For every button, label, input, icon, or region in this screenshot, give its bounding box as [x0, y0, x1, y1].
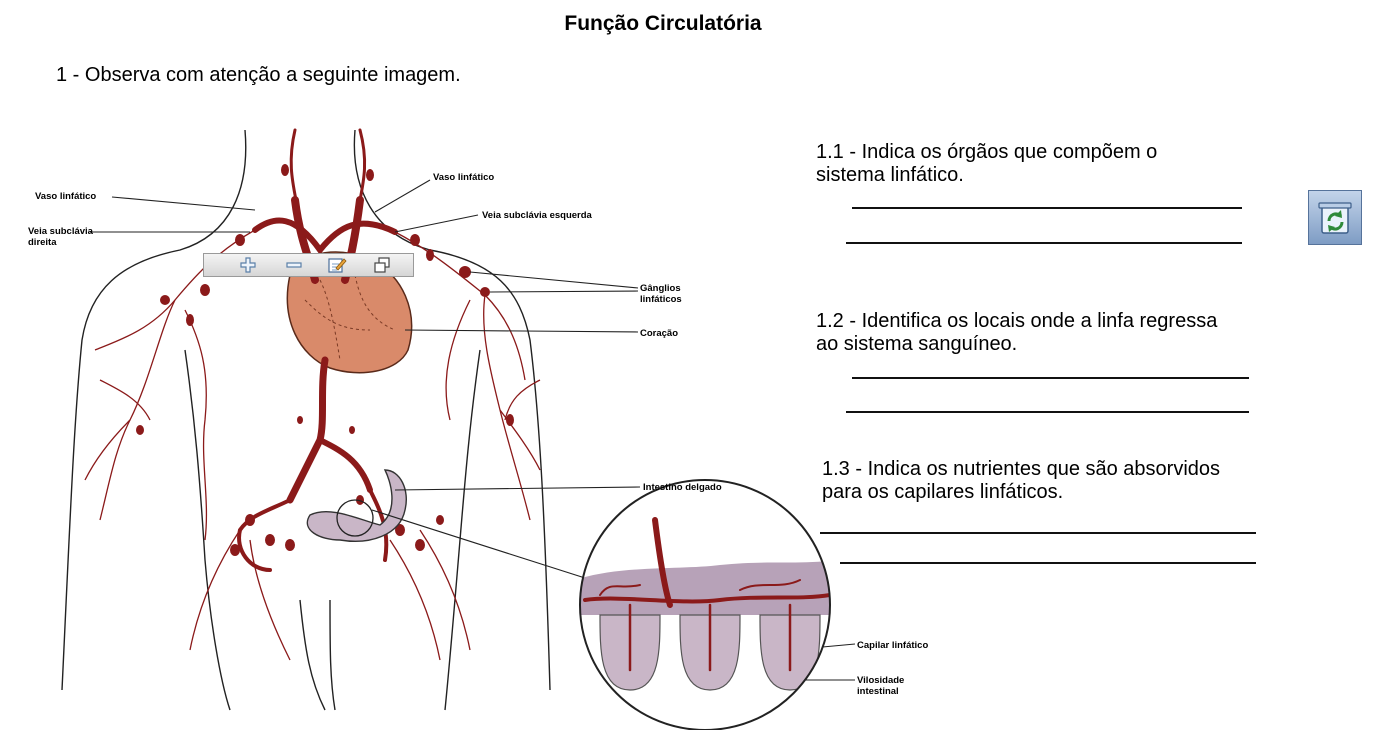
image-toolbar	[203, 253, 414, 277]
question-text: para os capilares linfáticos.	[822, 481, 1220, 504]
small-intestine	[307, 470, 406, 541]
label-line: intestinal	[857, 686, 904, 697]
label-vaso-linfatico-right: Vaso linfático	[433, 172, 494, 183]
refresh-icon	[1317, 199, 1353, 237]
refresh-widget-button[interactable]	[1308, 190, 1362, 245]
zoom-in-icon	[238, 256, 258, 274]
copy-button[interactable]	[371, 256, 393, 274]
zoom-out-icon	[284, 256, 304, 274]
label-vilosidade-intestinal: Vilosidade intestinal	[857, 675, 904, 697]
label-capilar-linfatico: Capilar linfático	[857, 640, 928, 651]
label-line: Veia subclávia	[28, 226, 93, 237]
label-intestino-delgado: Intestino delgado	[643, 482, 722, 493]
zoom-in-button[interactable]	[237, 256, 259, 274]
label-veia-subclavia-direita: Veia subclávia direita	[28, 226, 93, 248]
label-coracao: Coração	[640, 328, 678, 339]
question-1-1: 1.1 - Indica os órgãos que compõem o sis…	[816, 141, 1157, 187]
question-1-3: 1.3 - Indica os nutrientes que são absor…	[822, 458, 1220, 504]
label-line: Vilosidade	[857, 675, 904, 686]
answer-line-1-3b[interactable]	[840, 562, 1256, 564]
intestinal-villi-detail	[575, 480, 835, 730]
lymphatic-system-illustration	[0, 0, 1000, 730]
annotate-icon	[327, 256, 347, 274]
question-text: ao sistema sanguíneo.	[816, 333, 1217, 356]
question-text: 1.3 - Indica os nutrientes que são absor…	[822, 458, 1220, 481]
label-veia-subclavia-esquerda: Veia subclávia esquerda	[482, 210, 592, 221]
answer-line-1-2a[interactable]	[852, 377, 1249, 379]
zoom-out-button[interactable]	[283, 256, 305, 274]
question-text: 1.2 - Identifica os locais onde a linfa …	[816, 310, 1217, 333]
copy-icon	[372, 256, 392, 274]
label-line: Gânglios	[640, 283, 682, 294]
label-vaso-linfatico-left: Vaso linfático	[35, 191, 96, 202]
annotate-button[interactable]	[326, 256, 348, 274]
answer-line-1-2b[interactable]	[846, 411, 1249, 413]
answer-line-1-1b[interactable]	[846, 242, 1242, 244]
question-text: 1.1 - Indica os órgãos que compõem o	[816, 141, 1157, 164]
answer-line-1-3a[interactable]	[820, 532, 1256, 534]
question-text: sistema linfático.	[816, 164, 1157, 187]
label-line: linfáticos	[640, 294, 682, 305]
body-outline	[62, 130, 550, 710]
label-line: direita	[28, 237, 93, 248]
label-ganglios-linfaticos: Gânglios linfáticos	[640, 283, 682, 305]
question-1-2: 1.2 - Identifica os locais onde a linfa …	[816, 310, 1217, 356]
answer-line-1-1a[interactable]	[852, 207, 1242, 209]
